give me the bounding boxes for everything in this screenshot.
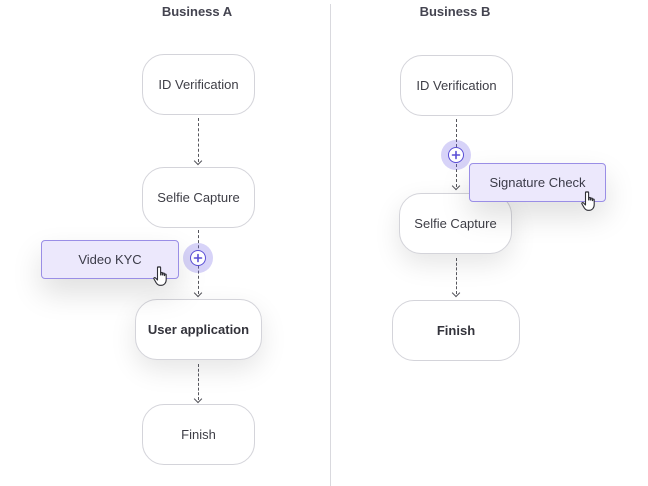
business-a-step-selfie-capture[interactable]: Selfie Capture (142, 167, 255, 228)
business-a-step-user-application[interactable]: User application (135, 299, 262, 360)
business-a-title: Business A (161, 4, 233, 19)
business-b-step-selfie-capture[interactable]: Selfie Capture (399, 193, 512, 254)
business-a-step-id-verification[interactable]: ID Verification (142, 54, 255, 115)
business-b-step-id-verification[interactable]: ID Verification (400, 55, 513, 116)
business-a-connector-1 (198, 118, 199, 162)
plus-circle-icon (448, 147, 464, 163)
business-a-insert-step-button[interactable] (183, 243, 213, 273)
video-kyc-drag-chip[interactable]: Video KYC (41, 240, 179, 279)
column-divider (330, 4, 331, 486)
hand-pointer-icon (153, 266, 167, 286)
business-a-step-finish[interactable]: Finish (142, 404, 255, 465)
business-b-connector-2 (456, 258, 457, 294)
business-b-insert-step-button[interactable] (441, 140, 471, 170)
hand-pointer-icon (581, 191, 595, 211)
plus-circle-icon (190, 250, 206, 266)
business-a-connector-3 (198, 364, 199, 400)
business-b-step-finish[interactable]: Finish (392, 300, 520, 361)
business-b-title: Business B (419, 4, 491, 19)
signature-check-drag-chip[interactable]: Signature Check (469, 163, 606, 202)
